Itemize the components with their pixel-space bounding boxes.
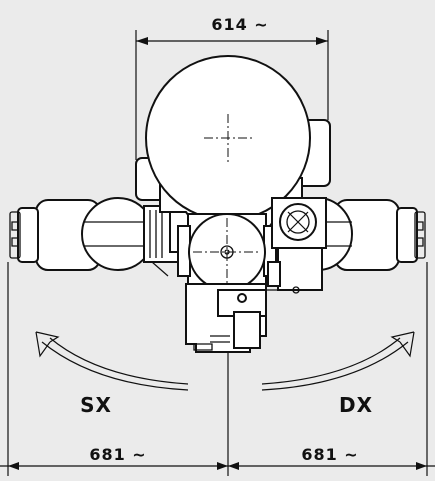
lower-body [185,283,267,353]
left-motor [9,197,189,277]
left-dimension-label: 681 ~ [89,445,146,464]
rotation-arrow-left [35,331,189,391]
rotation-arrow-right [261,331,415,391]
bottom-dimension-lines: 681 ~ 681 ~ [0,262,435,476]
direction-label-sx: SX [80,393,112,417]
right-pump-block [266,197,327,294]
top-dimension-label: 614 ~ [211,15,268,34]
direction-label-dx: DX [339,393,373,417]
right-dimension-label: 681 ~ [301,445,358,464]
top-dimension: 614 ~ [135,15,329,160]
gearbox-small-drum [177,213,277,291]
